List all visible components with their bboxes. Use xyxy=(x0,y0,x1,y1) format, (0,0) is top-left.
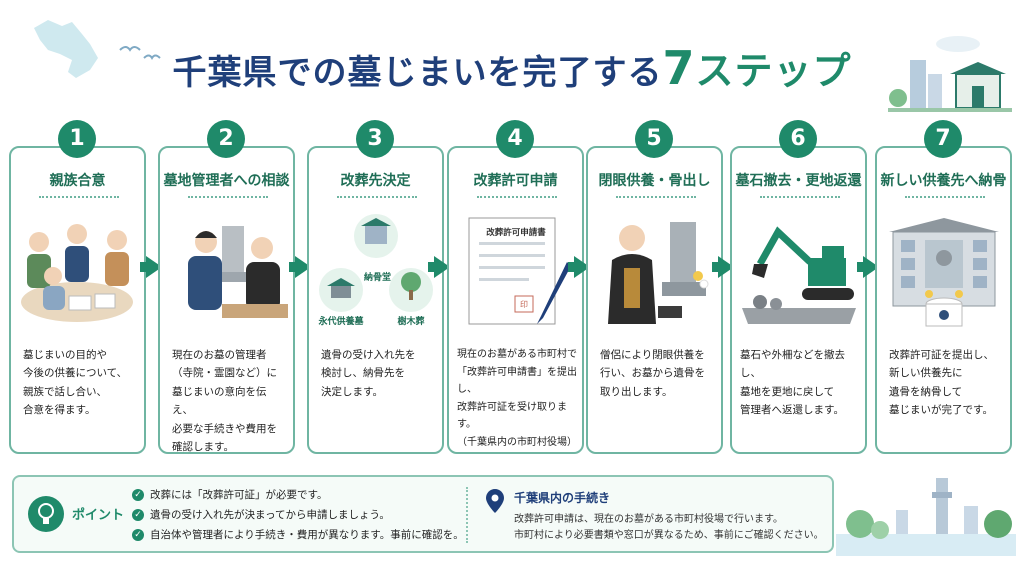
arrow xyxy=(712,262,720,272)
option-label-eitai: 永代供養墓 xyxy=(318,317,364,327)
step-number-badge: 5 xyxy=(635,120,673,158)
application-form-illustration xyxy=(468,217,571,325)
point-item: ✓自治体や管理者により手続き・費用が異なります。事前に確認を。 xyxy=(132,525,464,545)
arrow-right-icon xyxy=(434,256,450,278)
check-icon: ✓ xyxy=(132,509,144,521)
chiba-procedure-line: 改葬許可申請は、現在のお墓がある市町村役場で行います。 xyxy=(514,514,783,525)
bird-icon xyxy=(119,46,161,60)
check-icon: ✓ xyxy=(132,489,144,501)
panel-divider xyxy=(466,487,468,543)
step-number-badge: 1 xyxy=(58,120,96,158)
step-description: 僧侶により閉眼供養を行い、お墓から遺骨を取り出します。 xyxy=(600,349,705,398)
arrow xyxy=(568,262,576,272)
step-title: 新しい供養先へ納骨 xyxy=(880,173,1007,189)
lightbulb-icon xyxy=(28,496,64,532)
dotted-divider xyxy=(905,196,985,198)
step-description: 現在のお墓がある市町村で「改葬許可申請書」を提出し、改葬許可証を受け取ります。（… xyxy=(457,349,577,448)
option-label-jumoku: 樹木葬 xyxy=(397,317,425,327)
step-description: 改葬許可証を提出し、新しい供養先に遺骨を納骨して墓じまいが完了です。 xyxy=(889,349,994,417)
dotted-divider xyxy=(188,196,268,198)
step-card-2: 墓地管理者への相談 現在のお墓の管理者（寺院・霊園など）に墓じまいの意向を伝え、… xyxy=(158,146,295,454)
dotted-divider xyxy=(337,196,417,198)
step-description: 墓石や外柵などを撤去し、墓地を更地に戻して管理者へ返還します。 xyxy=(740,349,845,417)
form-heading: 改葬許可申請書 xyxy=(486,228,546,238)
point-item: ✓改葬には「改葬許可証」が必要です。 xyxy=(132,485,464,505)
step-number-badge: 3 xyxy=(356,120,394,158)
burial-options-illustration xyxy=(319,214,433,312)
arrow xyxy=(857,262,865,272)
step-title: 墓地管理者への相談 xyxy=(163,173,290,189)
step-description: 墓じまいの目的や今後の供養について、親族で話し合い、合意を得ます。 xyxy=(23,349,128,417)
step-title: 親族合意 xyxy=(49,173,106,189)
chiba-procedure-line: 市町村により必要書類や窓口が異なるため、事前にご確認ください。 xyxy=(514,530,824,541)
arrow xyxy=(140,262,148,272)
seal-stamp: 印 xyxy=(520,300,528,309)
point-list: ✓改葬には「改葬許可証」が必要です。 ✓遺骨の受け入れ先が決まってから申請しまし… xyxy=(132,485,464,545)
arrow xyxy=(289,262,297,272)
family-meeting-illustration xyxy=(21,224,133,322)
arrow xyxy=(428,262,436,272)
point-item: ✓遺骨の受け入れ先が決まってから申請しましょう。 xyxy=(132,505,464,525)
city-icon xyxy=(836,478,1016,556)
option-label-nokotsudo: 納骨堂 xyxy=(363,273,391,283)
step-number-badge: 4 xyxy=(496,120,534,158)
consultation-illustration xyxy=(188,226,288,318)
step-card-6: 墓石撤去・更地返還 墓石や外柵などを撤去し、墓地を更地に戻して管理者へ返還します… xyxy=(730,146,867,454)
step-card-1: 親族合意 墓じまいの目的や今後の供養について、親族で話し合い、合意を得ます。 xyxy=(9,146,146,454)
step-card-3: 改葬先決定 納骨堂 永代供養墓 樹木葬 遺骨の受け入れ先を検討し、納骨先を決定し… xyxy=(307,146,444,454)
step-title: 閉眼供養・骨出し xyxy=(598,173,711,189)
step-card-4: 改葬許可申請 改葬許可申請書 印 現在のお墓がある市町村で「改葬許可申請書」を提… xyxy=(447,146,584,454)
dotted-divider xyxy=(39,196,119,198)
excavator-illustration xyxy=(742,226,856,324)
step-card-7: 新しい供養先へ納骨 改葬許可証を提出し、新しい供養先に遺骨を納骨して墓じまいが完… xyxy=(875,146,1012,454)
step-flow: 親族合意 墓じまいの目的や今後の供養について、親族で話し合い、合意を得ます。 1… xyxy=(0,120,1024,460)
step-number-badge: 2 xyxy=(207,120,245,158)
eye-closing-ceremony-illustration xyxy=(608,222,709,324)
page-title: 千葉県での墓じまいを完了する7ステップ xyxy=(172,41,852,95)
step-number-badge: 7 xyxy=(924,120,962,158)
step-title: 改葬先決定 xyxy=(340,173,411,189)
check-icon: ✓ xyxy=(132,529,144,541)
chiba-map-icon xyxy=(34,20,98,78)
dotted-divider xyxy=(616,196,696,198)
dotted-divider xyxy=(477,196,557,198)
step-card-5: 閉眼供養・骨出し 僧侶により閉眼供養を行い、お墓から遺骨を取り出します。 xyxy=(586,146,723,454)
step-description: 現在のお墓の管理者（寺院・霊園など）に墓じまいの意向を伝え、必要な手続きや費用を… xyxy=(172,349,277,453)
chiba-procedure-title: 千葉県内の手続き xyxy=(514,491,611,505)
step-number-badge: 6 xyxy=(779,120,817,158)
columbarium-illustration xyxy=(889,218,999,327)
point-panel: ポイント ✓改葬には「改葬許可証」が必要です。 ✓遺骨の受け入れ先が決まってから… xyxy=(12,475,834,553)
city-icon xyxy=(888,36,1012,112)
step-title: 墓石撤去・更地返還 xyxy=(735,173,862,189)
location-pin-icon xyxy=(486,489,504,513)
step-description: 遺骨の受け入れ先を検討し、納骨先を決定します。 xyxy=(321,349,416,398)
dotted-divider xyxy=(760,196,840,198)
step-title: 改葬許可申請 xyxy=(473,173,558,189)
point-label: ポイント xyxy=(72,508,125,523)
